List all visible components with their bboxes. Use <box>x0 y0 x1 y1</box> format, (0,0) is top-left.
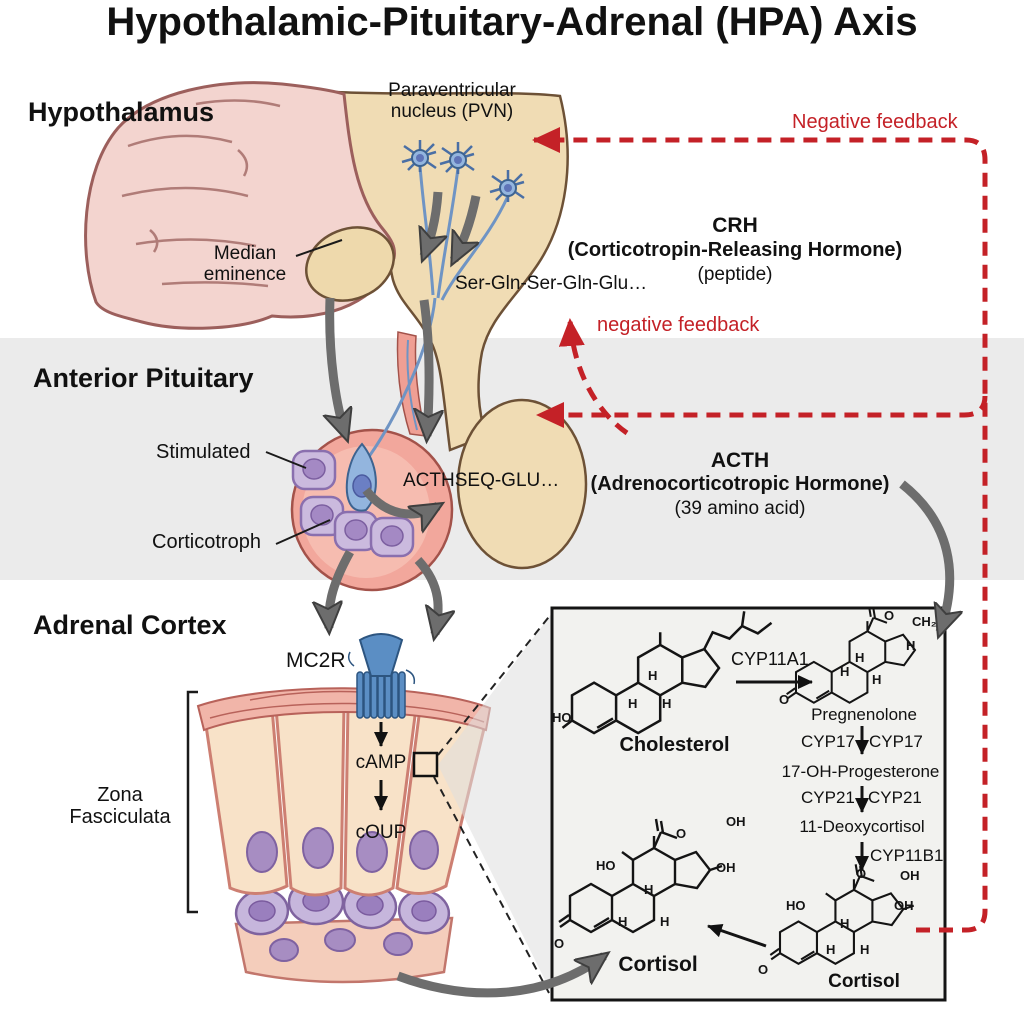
enzyme-cyp21-right: CYP21 <box>868 788 922 807</box>
acth-ligand <box>358 633 404 677</box>
acth-form: (39 amino acid) <box>674 498 806 519</box>
atom-label: H <box>648 668 658 683</box>
cortisol-structure-right <box>769 863 915 965</box>
section-anterior-pituitary: Anterior Pituitary <box>33 363 254 393</box>
atom-label: O <box>779 692 790 707</box>
negative-feedback-label-inner: negative feedback <box>597 314 760 336</box>
oh-progesterone-label: 17-OH-Progesterone <box>781 762 940 781</box>
crh-peptide-sequence: Ser-Gln-Ser-Gln-Glu… <box>455 273 648 294</box>
atom-label: HO <box>552 710 572 725</box>
atom-label: O <box>554 936 565 951</box>
negative-feedback-label-outer: Negative feedback <box>792 111 958 133</box>
steroidogenesis-box <box>550 605 947 1002</box>
atom-label: O <box>758 962 769 977</box>
adrenal-cells <box>196 687 492 984</box>
atom-label: H <box>628 696 638 711</box>
enzyme-cyp11a1: CYP11A1 <box>731 649 809 669</box>
zoom-source-square <box>412 751 439 778</box>
negative-feedback-loop <box>532 127 988 933</box>
atom-label: H <box>860 942 870 957</box>
atom-label: OH <box>716 860 736 875</box>
cortisol-structure-left <box>557 817 723 934</box>
acth-full-name: (Adrenocorticotropic Hormone) <box>590 473 890 495</box>
zona-bracket <box>186 690 198 914</box>
deoxycortisol-label: 11-Deoxycortisol <box>799 817 925 836</box>
enzyme-cyp17-right: CYP17 <box>869 732 923 751</box>
cortisol-label-right: Cortisol <box>828 971 900 992</box>
atom-label: H <box>906 638 916 653</box>
posterior-lobe <box>456 398 588 570</box>
atom-label: O <box>884 608 895 623</box>
stimulated-label: Stimulated <box>156 441 251 463</box>
corticotroph-cells <box>291 449 415 558</box>
page-title: Hypothalamic-Pituitary-Adrenal (HPA) Axi… <box>106 0 918 44</box>
acth-sequence: ACTHSEQ-GLU… <box>403 470 560 491</box>
atom-label: H <box>662 696 672 711</box>
hormone-flow-arrows <box>329 191 950 998</box>
atom-label: H <box>644 882 654 897</box>
atom-label: H <box>855 650 865 665</box>
atom-label: O <box>856 866 867 881</box>
corticotroph-label: Corticotroph <box>152 531 261 553</box>
atom-label: H <box>840 664 850 679</box>
pregnenolone-label: Pregnenolone <box>811 705 917 724</box>
crh-form: (peptide) <box>697 264 773 285</box>
crh-abbr: CRH <box>712 214 758 237</box>
enzyme-cyp17-left: CYP17 <box>801 732 855 751</box>
mc2r-receptor <box>347 633 416 719</box>
pathway-arrows <box>707 675 869 948</box>
atom-label: H <box>826 942 836 957</box>
atom-label: OH <box>726 814 746 829</box>
cortisol-label-left: Cortisol <box>618 953 698 976</box>
atom-label: OH <box>900 868 920 883</box>
pointer-lines <box>265 239 343 545</box>
camp-label: cAMP <box>355 752 407 773</box>
crh-full-name: (Corticotropin-Releasing Hormone) <box>567 239 903 261</box>
atom-label: OH <box>894 898 914 913</box>
section-hypothalamus: Hypothalamus <box>28 97 215 127</box>
enzyme-cyp11b1: CYP11B1 <box>870 846 944 865</box>
zoom-callout <box>412 612 553 994</box>
coup-label: cOUP <box>355 822 407 843</box>
section-adrenal-cortex: Adrenal Cortex <box>33 610 227 640</box>
atom-label: HO <box>786 898 806 913</box>
atom-label: H <box>618 914 628 929</box>
atom-label: H <box>660 914 670 929</box>
acth-abbr: ACTH <box>710 449 770 472</box>
atom-label: H <box>840 916 850 931</box>
atom-label: O <box>676 826 687 841</box>
cholesterol-label: Cholesterol <box>619 734 730 756</box>
atom-label: HO <box>596 858 616 873</box>
atom-label: H <box>872 672 882 687</box>
atom-label: CH₂ <box>912 614 937 629</box>
cholesterol-structure <box>561 611 773 735</box>
mc2r-label: MC2R <box>286 649 346 672</box>
enzyme-cyp21-left: CYP21 <box>801 788 855 807</box>
